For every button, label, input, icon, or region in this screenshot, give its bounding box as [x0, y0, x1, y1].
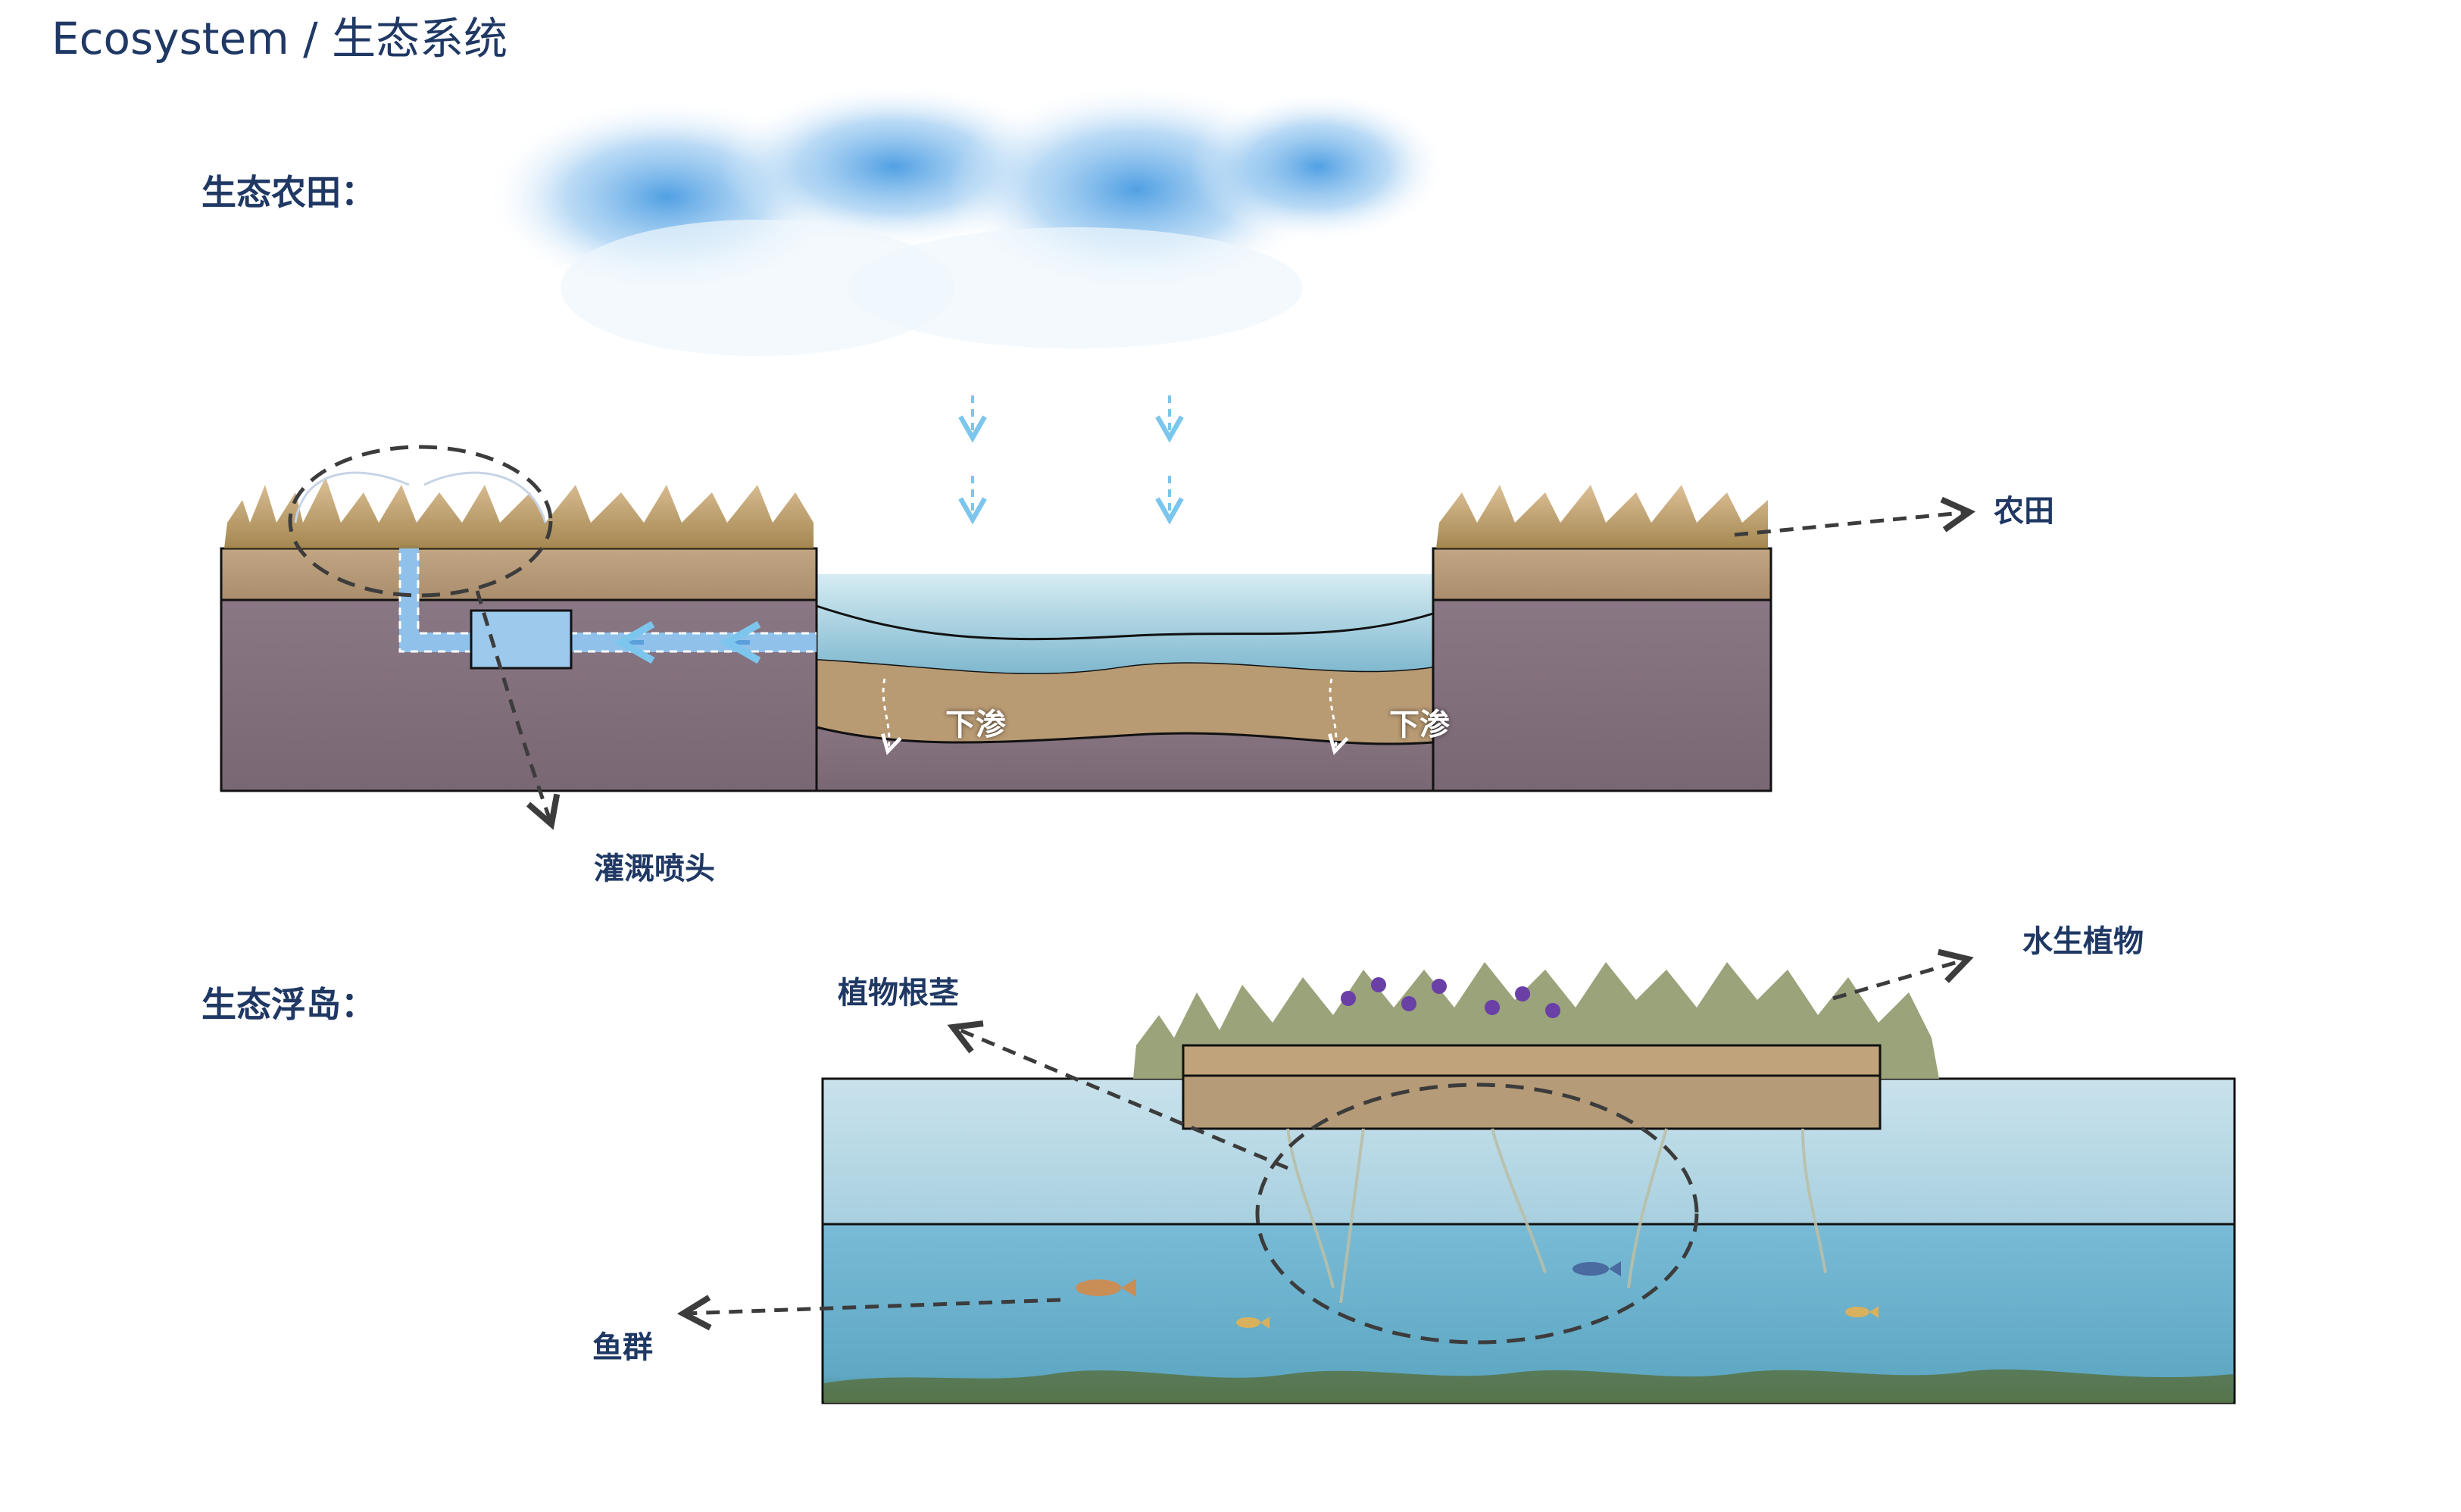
label-aquatic-plants: 水生植物: [2022, 924, 2144, 959]
irrigation-pipe: [398, 539, 817, 670]
right-field: [1432, 547, 1772, 792]
pond: [815, 548, 1435, 792]
arrow-to-farmland-label: [1734, 496, 1976, 537]
seepage-arrows: [881, 678, 1349, 755]
label-fish-school: 鱼群: [592, 1330, 653, 1365]
seepage-arrow-right: [1328, 678, 1349, 755]
fish-icon: [1845, 1306, 1879, 1318]
arrow-to-aquatic-plants-label: [1832, 948, 1974, 1001]
section-title-floating-island: 生态浮岛：: [201, 984, 376, 1025]
left-field: [220, 547, 818, 792]
floating-island: [1182, 1044, 1882, 1130]
label-farmland: 农田: [1994, 494, 2054, 529]
fish-icon: [1076, 1279, 1136, 1297]
right-field-subsoil: [1432, 598, 1772, 792]
section-title-farmland: 生态农田：: [201, 172, 376, 213]
right-field-topsoil: [1432, 547, 1772, 601]
arrow-to-fish-school-label: [676, 1295, 1061, 1331]
label-seepage-left: 下渗: [945, 708, 1006, 742]
island-top-layer: [1182, 1044, 1882, 1077]
roots-highlight-circle: [1255, 1082, 1699, 1345]
arrow-to-plant-roots-label: [947, 1020, 1288, 1170]
fish-icon: [1572, 1261, 1621, 1276]
label-seepage-right: 下渗: [1389, 708, 1450, 742]
rain-arrows: [958, 395, 1184, 525]
left-field-topsoil: [220, 547, 818, 601]
fish-icon: [1236, 1317, 1270, 1329]
page-title: Ecosystem / 生态系统: [52, 13, 508, 64]
fish-group: [1076, 1261, 1879, 1329]
pond-sand-layer: [815, 658, 1435, 745]
label-sprinkler: 灌溉喷头: [594, 851, 715, 886]
cloud: [485, 83, 1447, 356]
reeds-right: [1436, 485, 1768, 548]
plant-roots: [1286, 1128, 1827, 1304]
reeds-left: [224, 477, 814, 548]
seepage-arrow-left: [881, 678, 902, 755]
annotation-arrows-island: [676, 948, 1974, 1331]
sprinkler-highlight-circle: [288, 445, 553, 598]
pond-water: [817, 574, 1433, 673]
lake-bed-vegetation: [824, 1369, 2233, 1403]
lake: [821, 1077, 2236, 1404]
arrow-to-sprinkler-label: [475, 590, 561, 830]
label-plant-roots: 植物根茎: [838, 976, 959, 1011]
annotation-arrows-farmland: [475, 496, 1976, 830]
island-gravel-layer: [1182, 1074, 1882, 1130]
sprinkler-spray-icon: [294, 471, 547, 523]
